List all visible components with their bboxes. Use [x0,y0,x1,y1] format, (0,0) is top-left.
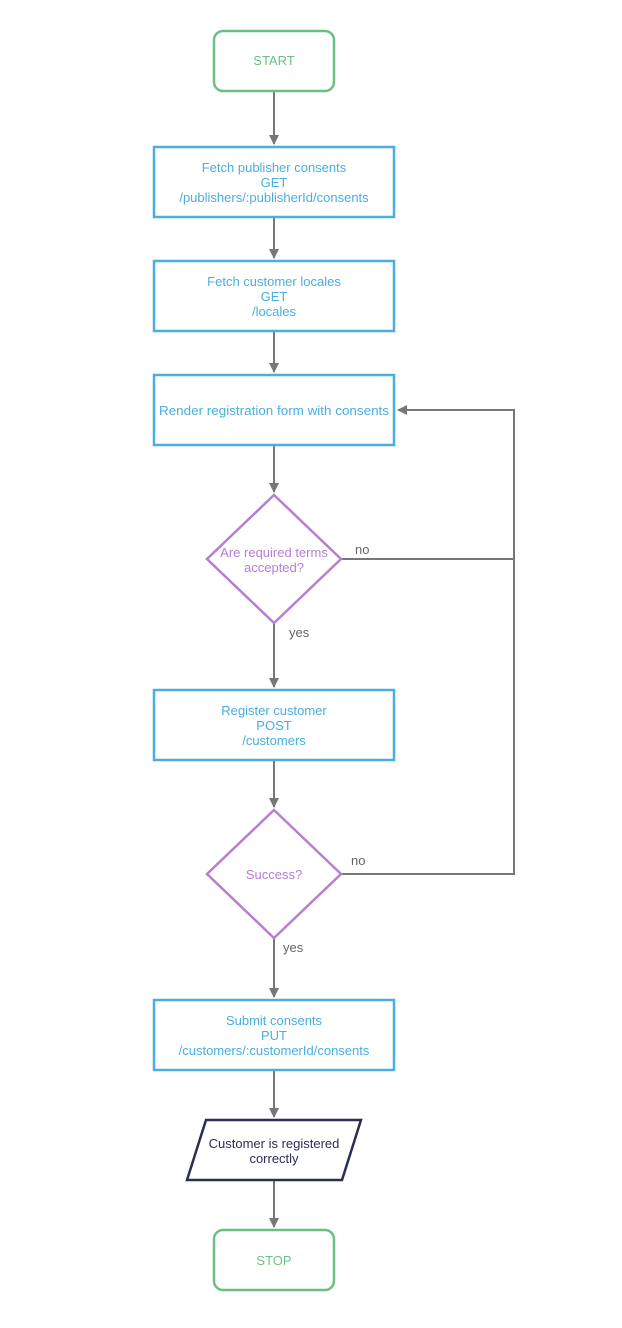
fetch-customer-locales-title: Fetch customer locales [207,274,341,289]
submit-consents-node: Submit consents PUT /customers/:customer… [152,998,396,1072]
success-yes-label: yes [283,940,304,955]
render-registration-form-label: Render registration form with consents [159,403,390,418]
fetch-publisher-consents-path: /publishers/:publisherId/consents [179,190,369,205]
fetch-publisher-consents-method: GET [261,175,288,190]
submit-consents-title: Submit consents [226,1013,323,1028]
submit-consents-method: PUT [261,1028,287,1043]
terms-no-label: no [355,542,369,557]
register-customer-path: /customers [242,733,306,748]
register-customer-node: Register customer POST /customers [152,688,396,762]
start-node: START [212,29,336,93]
success-shape [205,808,343,940]
terms-accepted-line2: accepted? [244,560,304,575]
customer-registered-line2: correctly [249,1151,299,1166]
edge-terms-no-loop [341,405,515,560]
start-shape [212,29,336,93]
render-registration-form-shape [152,373,396,447]
terms-accepted-decision: Are required terms accepted? [205,493,343,625]
success-decision: Success? [205,808,343,940]
fetch-publisher-consents-title: Fetch publisher consents [202,160,347,175]
fetch-customer-locales-node: Fetch customer locales GET /locales [152,259,396,333]
customer-registered-output: Customer is registered correctly [185,1118,363,1182]
fetch-publisher-consents-shape [152,145,396,219]
fetch-customer-locales-shape [152,259,396,333]
submit-consents-path: /customers/:customerId/consents [179,1043,370,1058]
register-customer-method: POST [256,718,291,733]
customer-registered-shape [185,1118,363,1182]
customer-registered-line1: Customer is registered [209,1136,340,1151]
success-no-label: no [351,853,365,868]
stop-label: STOP [256,1253,291,1268]
terms-accepted-shape [205,493,343,625]
connectors [269,91,515,1228]
edge-success-no-loop [341,559,515,875]
fetch-customer-locales-method: GET [261,289,288,304]
register-customer-title: Register customer [221,703,327,718]
terms-yes-label: yes [289,625,310,640]
stop-node: STOP [212,1228,336,1292]
submit-consents-shape [152,998,396,1072]
start-label: START [253,53,294,68]
terms-accepted-line1: Are required terms [220,545,328,560]
success-label: Success? [246,867,302,882]
stop-shape [212,1228,336,1292]
render-registration-form-node: Render registration form with consents [152,373,396,447]
fetch-publisher-consents-node: Fetch publisher consents GET /publishers… [152,145,396,219]
fetch-customer-locales-path: /locales [252,304,297,319]
register-customer-shape [152,688,396,762]
